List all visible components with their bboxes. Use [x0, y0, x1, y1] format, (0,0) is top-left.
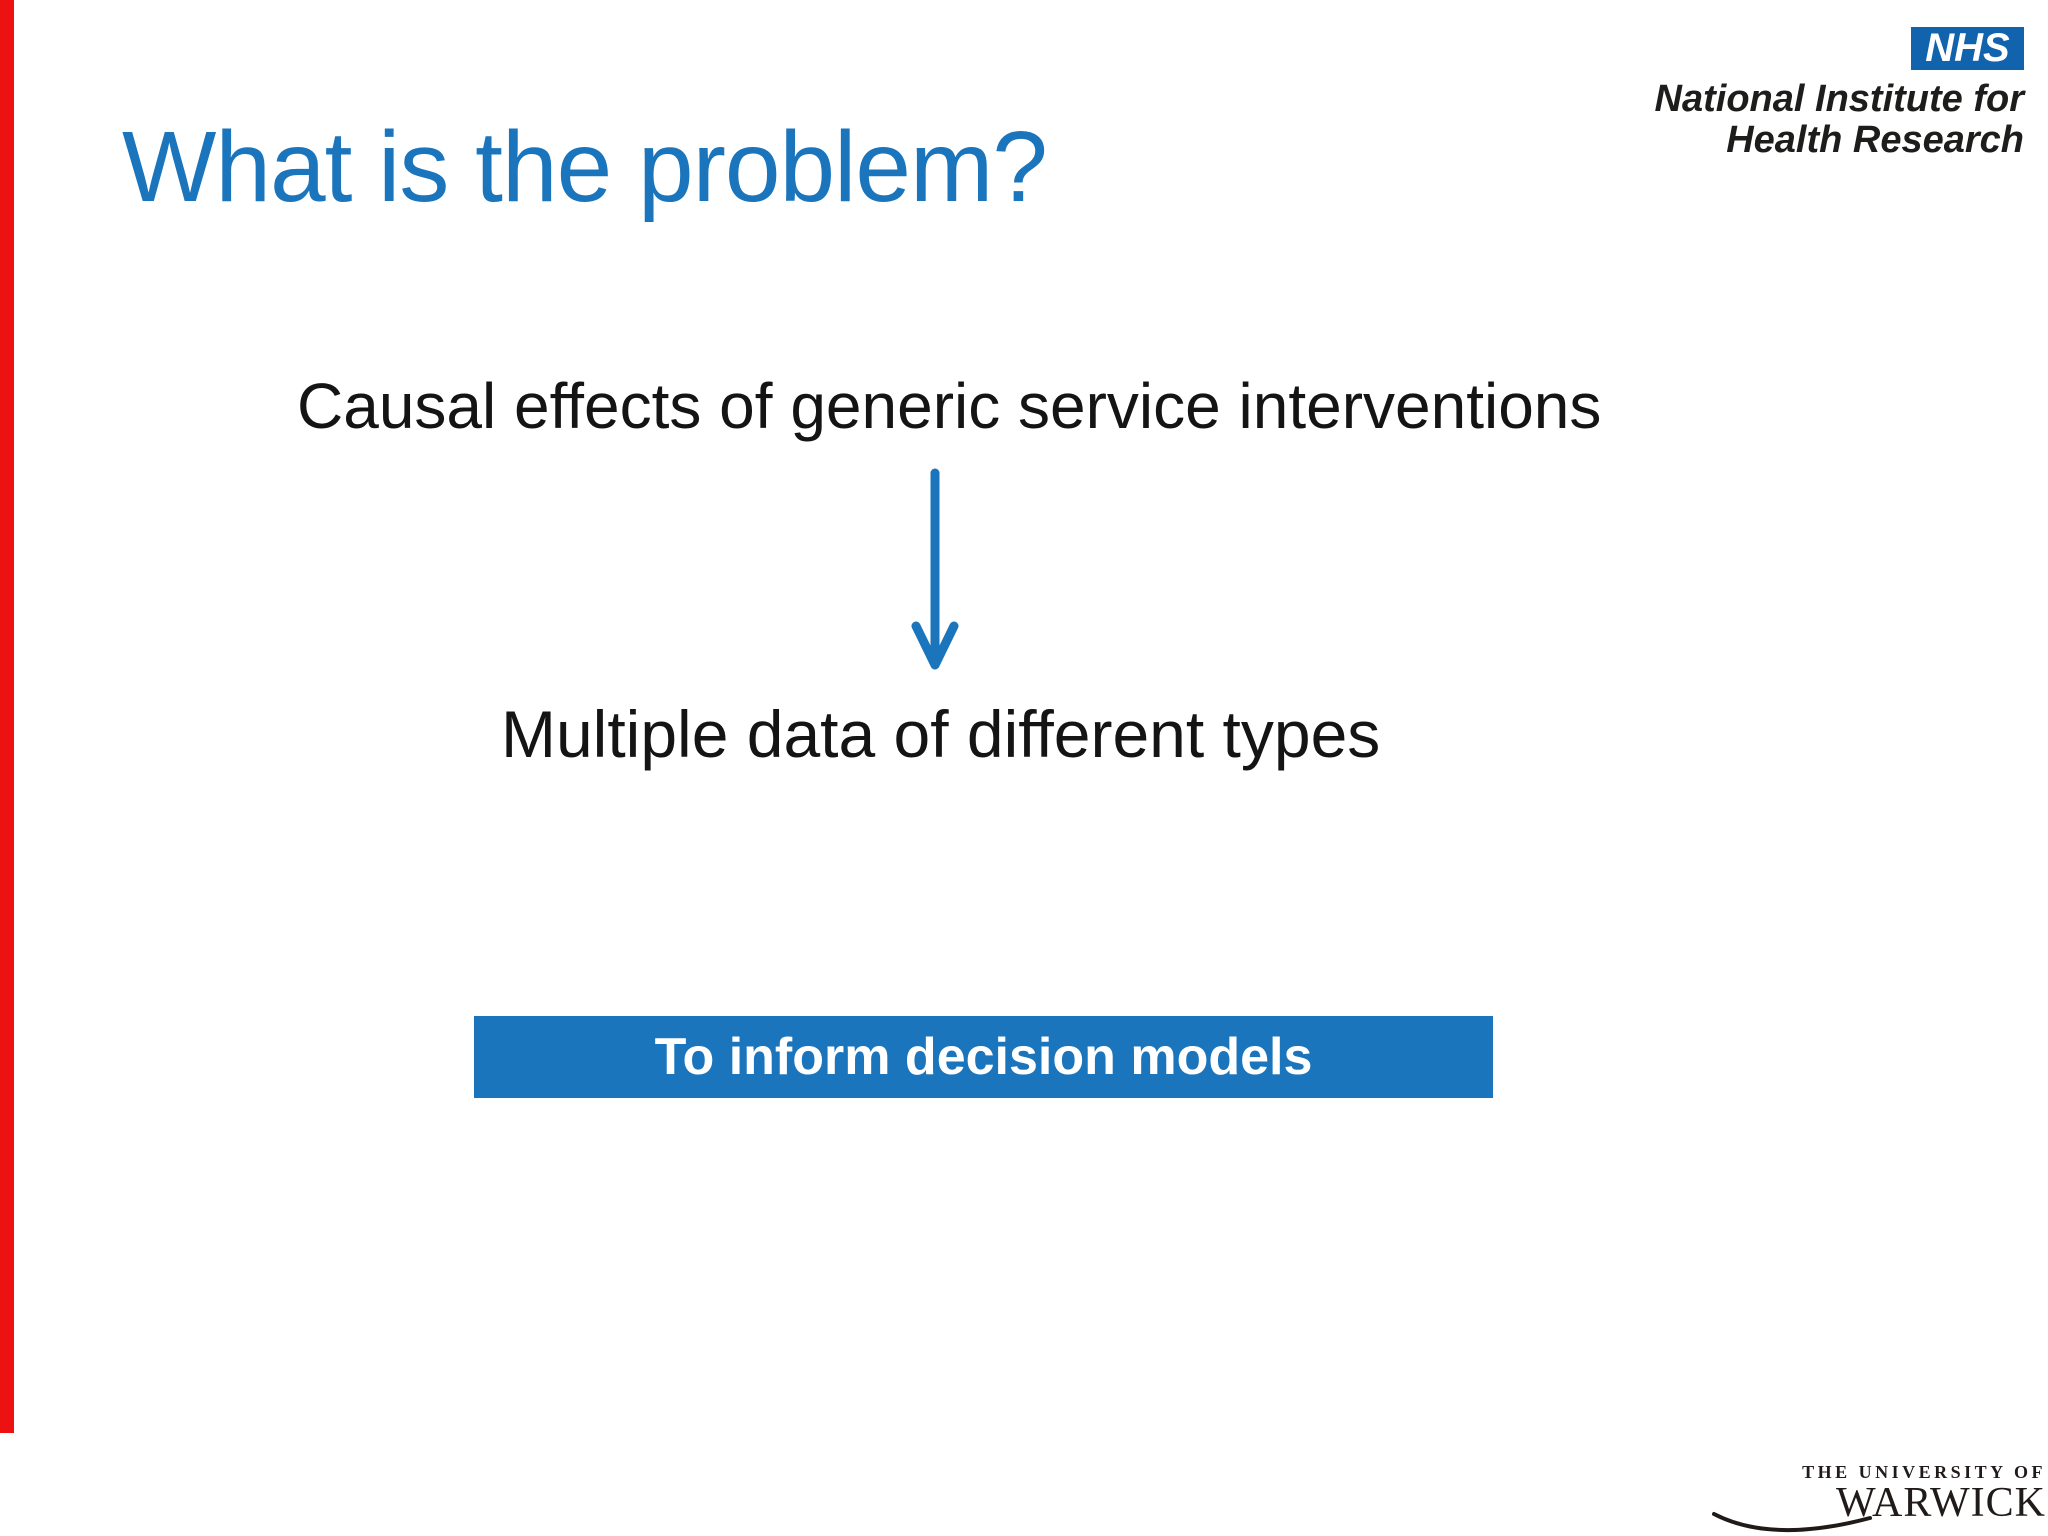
nihr-logo: NHS National Institute for Health Resear… [1655, 27, 2024, 161]
nhs-logo-icon: NHS [1911, 27, 2024, 70]
red-annotation-bar [0, 0, 14, 1433]
nihr-line2: Health Research [1726, 119, 2024, 161]
warwick-logo: THE UNIVERSITY OF WARWICK [1712, 1462, 2046, 1533]
banner-label: To inform decision models [654, 1028, 1313, 1086]
down-arrow-icon [911, 468, 959, 670]
warwick-line1: THE UNIVERSITY OF [1802, 1462, 2046, 1482]
statement-causal-effects: Causal effects of generic service interv… [297, 370, 1602, 442]
slide-title: What is the problem? [122, 111, 1048, 223]
decision-models-banner: To inform decision models [474, 1016, 1493, 1098]
nihr-line1: National Institute for [1654, 78, 2024, 120]
nhs-logo-text: NHS [1925, 26, 2010, 70]
statement-multiple-data: Multiple data of different types [501, 697, 1381, 771]
warwick-swoosh-icon [1712, 1512, 1873, 1533]
